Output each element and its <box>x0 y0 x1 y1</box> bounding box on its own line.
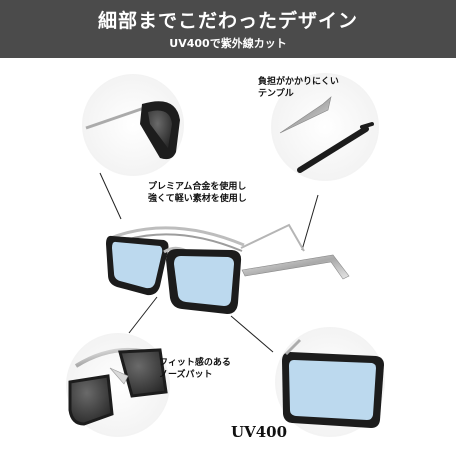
pointer-line-lens <box>230 315 274 353</box>
callout-nose-line2: ノーズパット <box>159 370 213 380</box>
pointer-line-temple <box>301 194 319 251</box>
detail-circle-nose-pad <box>66 333 170 437</box>
pointer-line-nose <box>128 296 158 334</box>
callout-temple-line1: 負担がかかりにくい <box>258 77 339 87</box>
uv400-badge: UV400 <box>231 423 288 441</box>
header-subtitle: UV400で紫外線カット <box>169 37 287 50</box>
detail-circle-lens <box>275 327 385 437</box>
callout-nose-pad: フィット感のある ノーズパット <box>159 357 231 381</box>
callout-temple: 負担がかかりにくい テンプル <box>258 76 339 100</box>
detail-circle-temple <box>271 73 379 181</box>
callout-temple-line2: テンプル <box>258 89 294 99</box>
callout-material-line2: 強くて軽い素材を使用し <box>148 194 247 204</box>
header-title: 細部までこだわったデザイン <box>97 10 358 32</box>
main-glasses-image <box>106 223 350 314</box>
callout-material: プレミアム合金を使用し 強くて軽い素材を使用し <box>148 181 247 205</box>
detail-circle-frame-corner <box>82 74 184 176</box>
callout-nose-line1: フィット感のある <box>159 358 231 368</box>
pointer-line-frame <box>99 172 122 220</box>
callout-material-line1: プレミアム合金を使用し <box>148 182 247 192</box>
header-banner: 細部までこだわったデザイン UV400で紫外線カット <box>0 0 456 58</box>
